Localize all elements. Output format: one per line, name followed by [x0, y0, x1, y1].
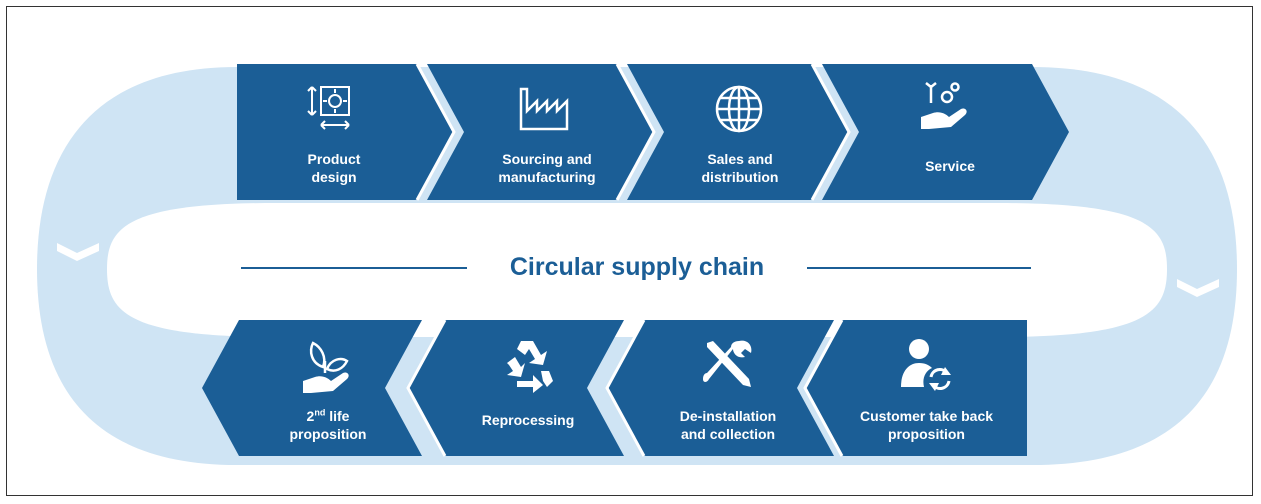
step-chevron-deinstallation	[607, 320, 834, 456]
loop-arrow-right	[1177, 279, 1219, 297]
product-design-icon	[307, 86, 350, 130]
second-life-suffix: life proposition	[289, 408, 367, 442]
person-cycle-icon	[901, 339, 951, 391]
step-label-reprocessing: Reprocessing	[481, 412, 575, 428]
loop-arrow-left	[57, 243, 99, 261]
tools-icon	[703, 340, 752, 387]
circular-supply-chain-diagram	[37, 63, 1237, 465]
second-life-prefix: 2	[306, 408, 315, 424]
step-chevron-service	[822, 64, 1069, 200]
recycle-icon	[507, 341, 553, 393]
step-chevron-product-design	[237, 64, 454, 200]
step-label-service: Service	[925, 158, 975, 174]
factory-icon	[519, 87, 569, 131]
step-label-customer-take-back: Customer take back proposition	[859, 408, 994, 442]
step-label-product-design: Product design	[307, 151, 361, 185]
step-label-sales-distribution: Sales and distribution	[701, 151, 779, 185]
globe-icon	[715, 85, 763, 133]
step-label-second-life: 2nd life proposition	[253, 407, 403, 443]
step-label-sourcing-manufacturing: Sourcing and manufacturing	[498, 151, 596, 185]
diagram-frame: Product design Sourcing and manufacturin…	[6, 6, 1253, 496]
service-hand-gear-icon	[921, 82, 967, 129]
center-title: Circular supply chain	[471, 252, 803, 282]
title-rule-right	[807, 267, 1031, 269]
step-chevron-customer-take-back	[805, 320, 1027, 456]
title-rule-left	[241, 267, 467, 269]
second-life-sup: nd	[314, 407, 326, 418]
step-chevron-reprocessing	[408, 320, 624, 456]
step-chevron-sourcing-manufacturing	[427, 64, 654, 200]
plant-hand-icon	[303, 341, 349, 393]
step-label-deinstallation: De-installation and collection	[679, 408, 777, 442]
